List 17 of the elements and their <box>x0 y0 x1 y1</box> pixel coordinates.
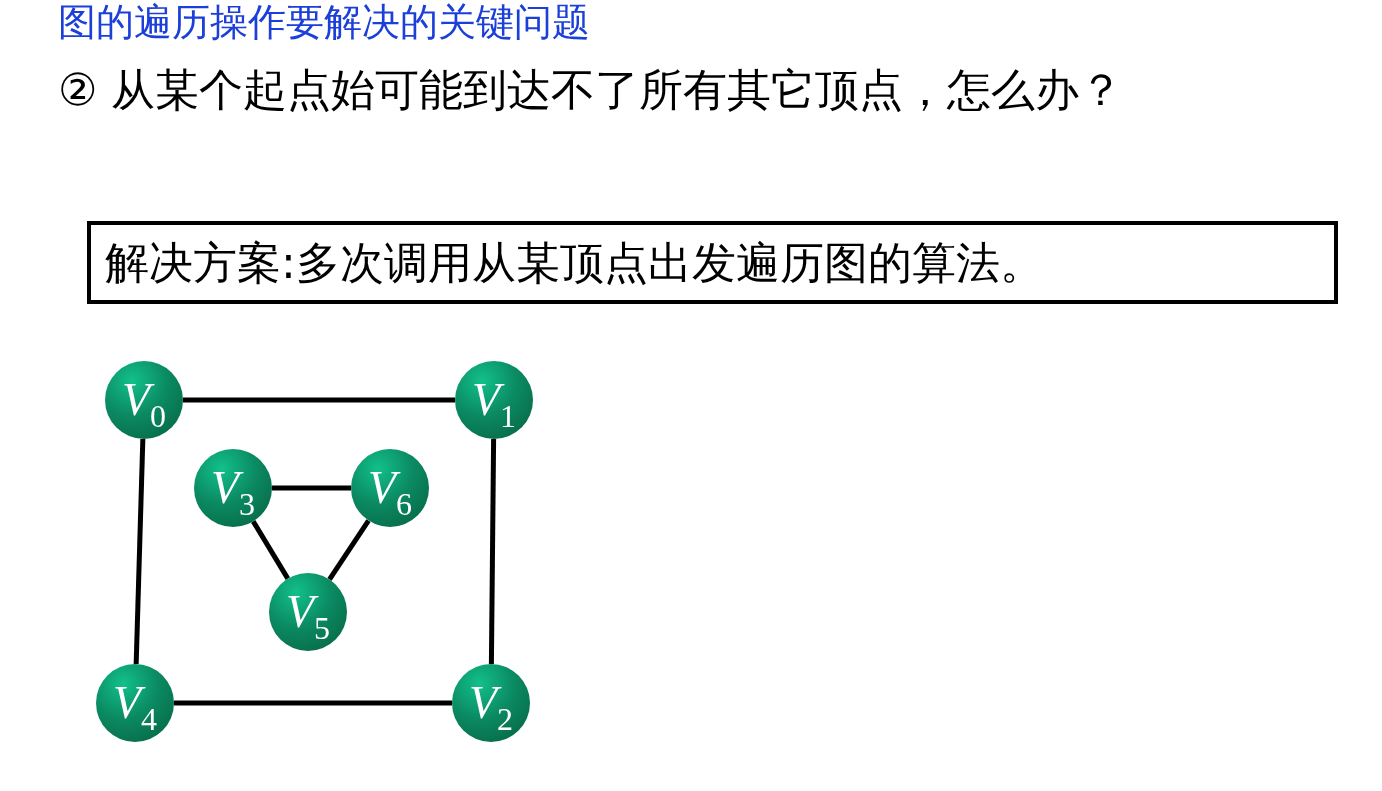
vertex-circle: V$_{0}$ <box>105 361 183 439</box>
vertex-circle: V$_{2}$ <box>452 664 530 742</box>
vertex-circle: V$_{5}$ <box>269 573 347 651</box>
edge-line <box>183 397 455 403</box>
vertex-circle: V$_{6}$ <box>351 449 429 527</box>
edge-line <box>174 700 452 706</box>
vertex-circle: V$_{3}$ <box>194 449 272 527</box>
edge-line <box>488 438 497 665</box>
edge-line <box>272 485 351 491</box>
edge-line <box>251 520 290 580</box>
vertex-circle: V$_{1}$ <box>455 361 533 439</box>
heading: 图的遍历操作要解决的关键问题 <box>58 0 590 44</box>
vertex-circle: V$_{4}$ <box>96 664 174 742</box>
edge-line <box>133 438 146 665</box>
question-text: ② 从某个起点始可能到达不了所有其它顶点，怎么办？ <box>58 63 1125 117</box>
solution-box: 解决方案:多次调用从某顶点出发遍历图的算法。 <box>87 221 1338 304</box>
edge-line <box>327 519 371 581</box>
